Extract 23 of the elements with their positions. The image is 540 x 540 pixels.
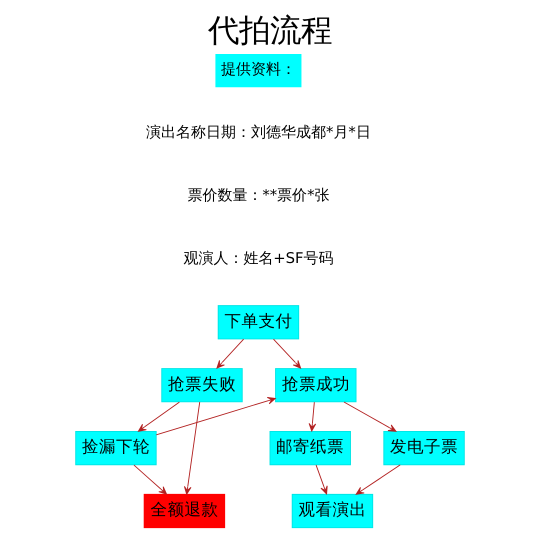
arrow <box>156 396 276 436</box>
diagram-title: 代拍流程 <box>208 13 332 50</box>
label: 票价数量：**票价*张 <box>187 186 330 204</box>
arrow <box>184 402 200 495</box>
node-box: 全额退款 <box>144 494 226 528</box>
arrow <box>316 464 328 494</box>
arrow <box>138 402 180 432</box>
arrow <box>344 402 396 432</box>
label: 提供资料： <box>220 61 296 78</box>
node-box: 下单支付 <box>218 305 300 340</box>
node-box: 邮寄纸票 <box>270 431 351 466</box>
node-box: 抢票成功 <box>275 368 356 402</box>
node-box: 观看演出 <box>292 494 374 528</box>
arrow <box>356 464 401 495</box>
arrow <box>216 338 244 369</box>
arrow <box>308 402 316 432</box>
arrow <box>273 338 302 369</box>
node-box: 捡漏下轮 <box>75 431 157 466</box>
label: 演出名称日期：刘德华成都*月*日 <box>146 124 371 142</box>
arrow <box>133 464 168 495</box>
node-box: 发电子票 <box>383 431 465 466</box>
node-box: 抢票失败 <box>161 368 243 402</box>
label: 观演人：姓名+SF号码 <box>183 250 334 267</box>
